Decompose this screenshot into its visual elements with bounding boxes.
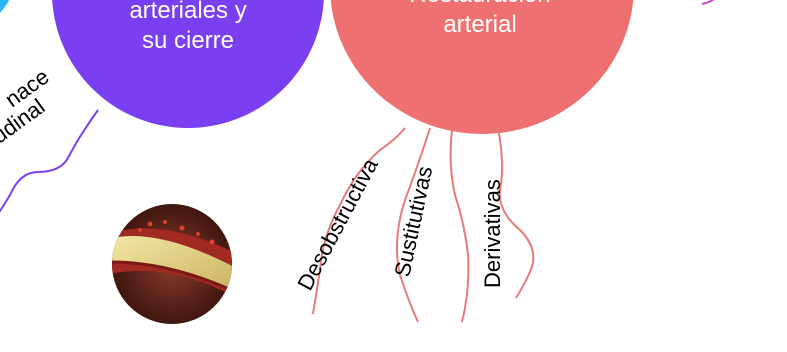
left-partial-bubble (0, 0, 10, 13)
branch-line-sustitutivas-2 (449, 129, 470, 323)
purple-connector-line (0, 109, 99, 213)
top-right-connector-line (701, 0, 715, 5)
purple-bubble-label: arteriales y su cierre (98, 0, 278, 56)
coral-bubble-label: Restauración arterial (390, 0, 570, 40)
purple-bubble-line1: arteriales y (129, 0, 247, 24)
artery-illustration (112, 204, 232, 324)
branch-line-derivativas (497, 127, 535, 299)
branch-line-sustitutivas (396, 127, 431, 323)
branch-label-derivativas: Derivativas (480, 179, 505, 288)
coral-bubble-line1: Restauración (390, 0, 570, 10)
branch-label-desobstructiva: Desobstructiva (292, 153, 383, 294)
coral-bubble-line2: arterial (443, 11, 517, 38)
purple-bubble-line2: su cierre (141, 27, 235, 54)
branch-line-desobstructiva (312, 127, 406, 315)
coral-bubble (330, 0, 634, 134)
branch-label-sustitutivas: Sustitutivas (389, 164, 437, 279)
purple-bubble (52, 0, 324, 128)
